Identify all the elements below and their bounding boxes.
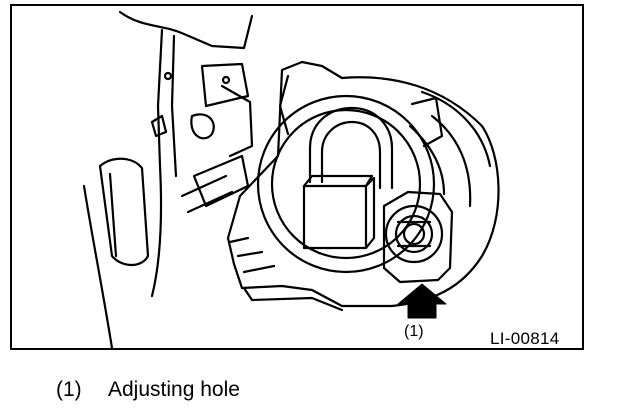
legend: (1) Adjusting hole — [56, 379, 240, 400]
callout-1-label: (1) — [404, 323, 424, 340]
legend-item-number: (1) — [56, 378, 82, 401]
headlight-drawing — [82, 10, 500, 348]
legend-item-text: Adjusting hole — [108, 378, 240, 401]
headlight-diagram: (1) LI-00814 — [10, 4, 584, 350]
headlight-housing — [226, 60, 500, 312]
figure-id-label: LI-00814 — [490, 329, 560, 348]
bulb-socket — [256, 94, 446, 274]
body-panel — [82, 10, 254, 348]
pointer-arrow-icon — [397, 283, 447, 319]
adjuster — [382, 190, 454, 284]
